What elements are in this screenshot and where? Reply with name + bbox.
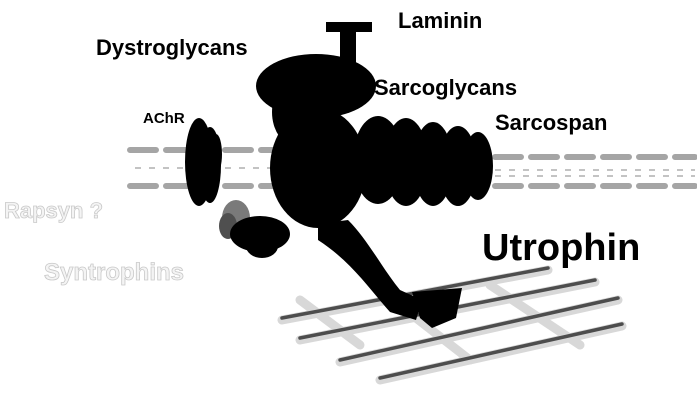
- label-faint-rapsyn: Rapsyn ?: [4, 198, 103, 223]
- syntrophin-cluster: [219, 200, 290, 258]
- label-sarcospan: Sarcospan: [495, 110, 608, 135]
- sarcoglycan-complex: [353, 116, 493, 206]
- label-laminin: Laminin: [398, 8, 482, 33]
- label-sarcoglycans: Sarcoglycans: [374, 75, 517, 100]
- label-utrophin: Utrophin: [482, 227, 640, 269]
- actin-filaments: [282, 268, 622, 380]
- label-dystroglycans: Dystroglycans: [96, 35, 248, 60]
- label-syntrophins: Syntrophins: [44, 259, 184, 286]
- label-achr: AChR: [143, 110, 185, 127]
- achr-receptor: [185, 118, 222, 206]
